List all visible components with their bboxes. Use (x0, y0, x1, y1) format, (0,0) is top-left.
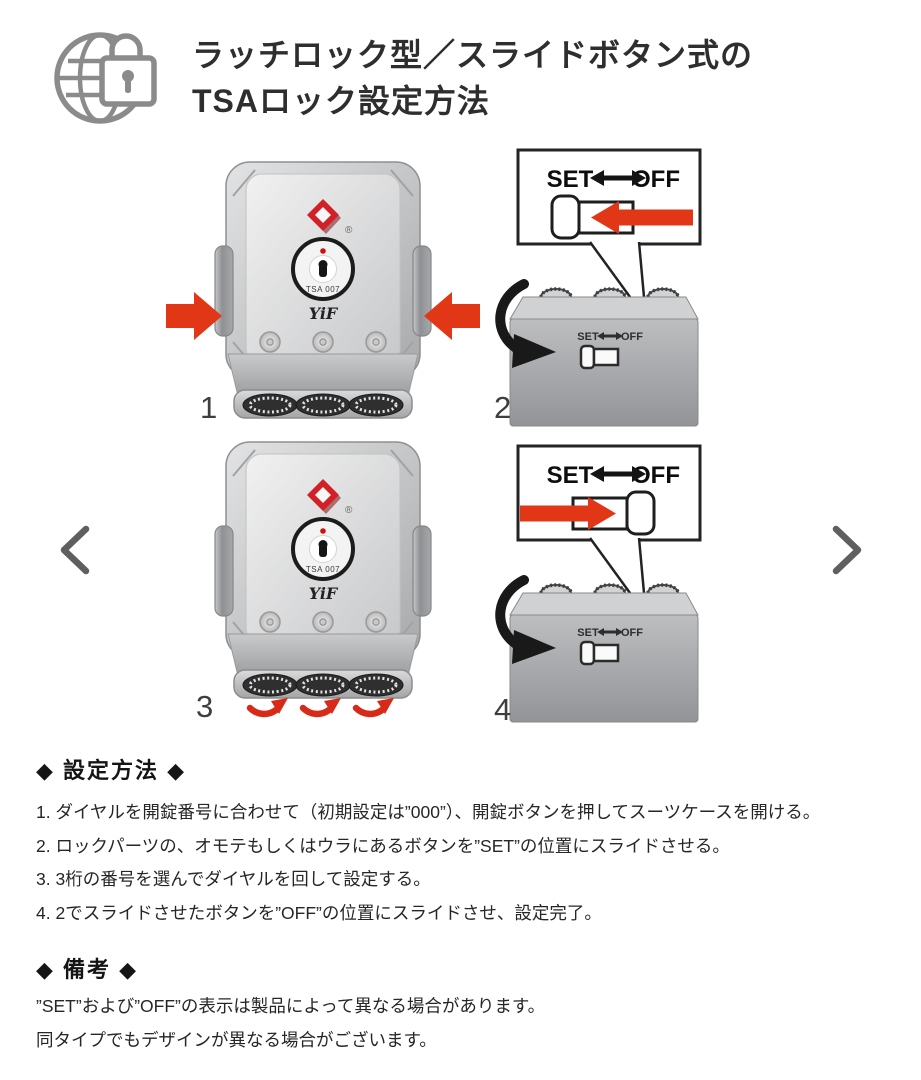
brand-label: YiF (309, 584, 339, 603)
page-title-line1: ラッチロック型／スライドボタン式の (192, 37, 754, 73)
travel-sentry-logo (307, 479, 341, 514)
flip-over-arrow-icon (495, 279, 556, 368)
panel-set-label: SET (577, 627, 599, 639)
registered-mark: ® (345, 225, 353, 236)
lock-back-box: SET OFF (509, 287, 699, 427)
page-title-line2: TSAロック設定方法 (192, 83, 491, 119)
travel-sentry-logo (307, 199, 341, 234)
figure-2-number: 2 (494, 390, 511, 425)
carousel-prev-button[interactable] (56, 524, 94, 576)
panel-double-arrow-icon (597, 628, 623, 636)
lock-back-box: SET OFF (509, 583, 699, 723)
set-off-callout: SET OFF (516, 444, 702, 617)
figure-1-lock-panel-press: ® TSA 007 YiF (166, 161, 480, 425)
left-grip-button (214, 525, 234, 617)
registered-mark: ® (345, 505, 353, 516)
howto-heading: ◆ 設定方法 ◆ (36, 758, 187, 783)
remarks-lines: ”SET”および”OFF”の表示は製品によって異なる場合があります。 同タイプで… (36, 990, 545, 1057)
remarks-heading: ◆ 備考 ◆ (36, 957, 139, 982)
flip-over-arrow-icon (495, 575, 556, 664)
tsa-keyhole: TSA 007 (291, 237, 355, 301)
slide-arrow-left-icon (591, 201, 693, 234)
double-arrow-icon (590, 170, 646, 186)
panel-off-label: OFF (621, 627, 643, 639)
double-arrow-icon (590, 466, 646, 482)
howto-step-3: 3. 3桁の番号を選んでダイヤルを回して設定する。 (36, 869, 431, 889)
combination-dials (242, 673, 404, 697)
globe-lock-icon (54, 32, 157, 124)
press-arrow-right-icon (424, 292, 480, 340)
combination-dials (242, 393, 404, 417)
tsa-007-label: TSA 007 (306, 565, 340, 574)
panel-set-label: SET (577, 331, 599, 343)
figure-2-slide-to-set: SET OFF SET OFF (494, 148, 702, 427)
lock-panel-graphic: ® TSA 007 YiF (214, 161, 432, 419)
howto-step-2: 2. ロックパーツの、オモテもしくはウラにあるボタンを”SET”の位置にスライド… (36, 835, 730, 856)
howto-step-4: 4. 2でスライドさせたボタンを”OFF”の位置にスライドさせ、設定完了。 (36, 902, 602, 923)
lock-panel-graphic: ® TSA 007 YiF (214, 441, 432, 699)
brand-label: YiF (309, 304, 339, 323)
slide-arrow-right-icon (520, 497, 616, 530)
left-grip-button (214, 245, 234, 337)
figure-1-number: 1 (200, 390, 217, 425)
remark-line-1: ”SET”および”OFF”の表示は製品によって異なる場合があります。 (36, 996, 546, 1016)
figure-3-number: 3 (196, 689, 213, 724)
panel-off-label: OFF (621, 331, 643, 343)
chevron-left-icon (60, 525, 90, 575)
figure-4-slide-to-off: SET OFF SET OFF (494, 444, 702, 727)
rivet-buttons (259, 331, 387, 353)
tsa-007-label: TSA 007 (306, 285, 340, 294)
right-grip-button (412, 525, 432, 617)
remark-line-2: 同タイプでもデザインが異なる場合がございます。 (36, 1029, 437, 1050)
carousel-next-button[interactable] (828, 524, 866, 576)
page-title: ラッチロック型／スライドボタン式の TSAロック設定方法 (192, 32, 753, 124)
panel-double-arrow-icon (597, 332, 623, 340)
figure-3-turn-dials: ® TSA 007 YiF (196, 441, 432, 724)
header: ラッチロック型／スライドボタン式の TSAロック設定方法 (52, 28, 753, 128)
howto-step-1: 1. ダイヤルを開錠番号に合わせて（初期設定は”000”）、開錠ボタンを押してス… (36, 802, 821, 822)
tsa-keyhole: TSA 007 (291, 517, 355, 581)
howto-steps: 1. ダイヤルを開錠番号に合わせて（初期設定は”000”）、開錠ボタンを押してス… (36, 796, 820, 930)
chevron-right-icon (832, 525, 862, 575)
rivet-buttons (259, 611, 387, 633)
set-label: SET (547, 166, 594, 193)
panel-slide-switch (579, 344, 620, 370)
set-label: SET (547, 462, 594, 489)
right-grip-button (412, 245, 432, 337)
figure-4-number: 4 (494, 692, 511, 727)
panel-slide-switch (579, 640, 620, 666)
dial-rotate-arrows-icon (246, 698, 394, 718)
press-arrow-left-icon (166, 292, 222, 340)
